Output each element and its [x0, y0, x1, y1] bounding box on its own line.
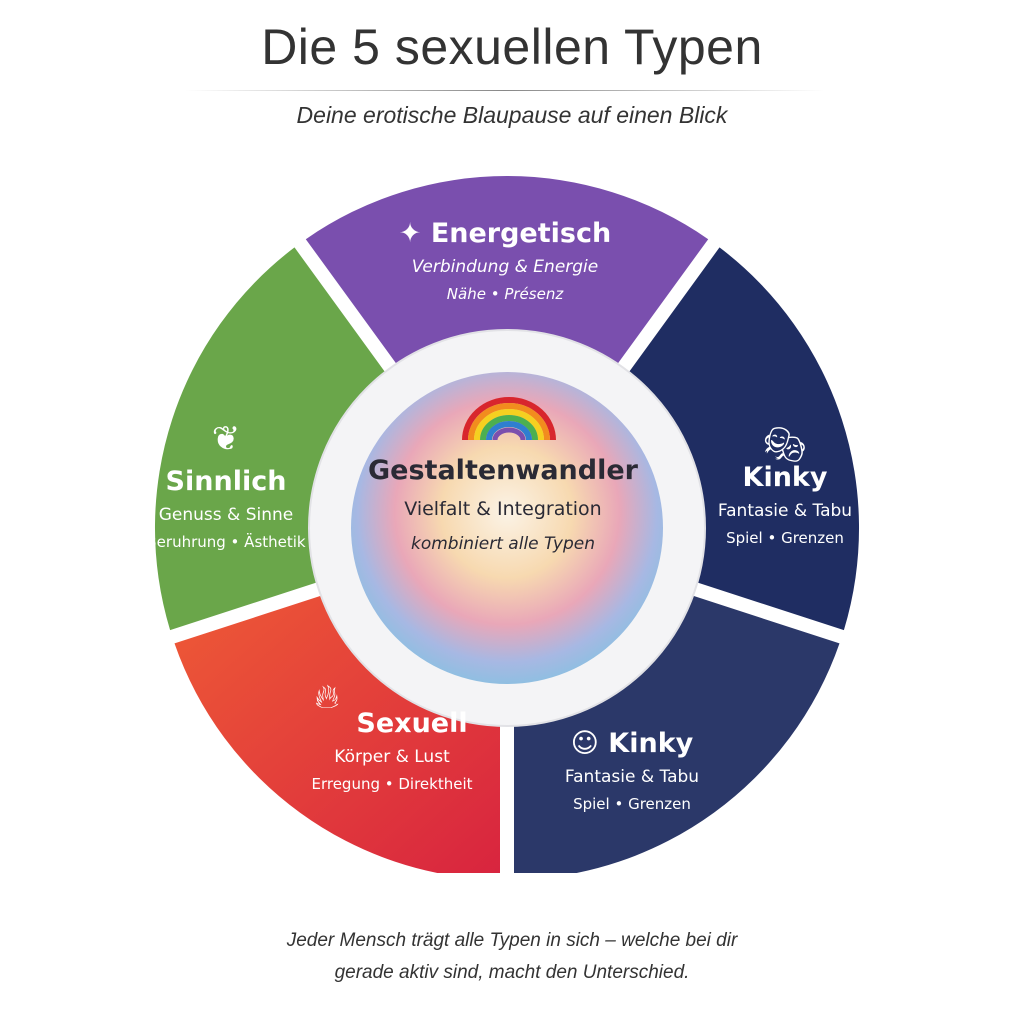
footer-note: Jeder Mensch trägt alle Typen in sich – …	[0, 925, 1024, 989]
segment-subtitle: Fantasie & Tabu	[717, 501, 853, 521]
center-title: Gestaltenwandler	[368, 455, 638, 486]
page-subtitle: Deine erotische Blaupause auf einen Blic…	[296, 102, 728, 128]
segment-keywords: Beruhrung • Ästhetik	[146, 533, 306, 551]
center-subtitle: Vielfalt & Integration	[404, 498, 602, 520]
segment-shape-kinky-2	[514, 593, 840, 873]
segment-subtitle: Fantasie & Tabu	[564, 767, 700, 787]
segment-title: Sinnlich	[165, 466, 287, 497]
sparkles-icon: ✦	[398, 218, 422, 249]
segment-shape-sinnlich	[154, 247, 390, 631]
segment-kinky-2: ☺ Kinky Fantasie & Tabu Spiel • Grenzen	[565, 728, 699, 813]
segment-subtitle: Körper & Lust	[334, 747, 450, 767]
segment-title: Kinky	[608, 728, 694, 759]
segment-subtitle: Genuss & Sinne	[158, 505, 294, 525]
segment-title: Kinky	[742, 462, 828, 493]
segment-title: Sexuell	[356, 708, 468, 739]
center-disk	[351, 372, 663, 684]
segment-keywords: Spiel • Grenzen	[726, 529, 844, 547]
segment-sexuell: 🔥︎ Sexuell Körper & Lust Erregung • Dire…	[311, 680, 472, 793]
segment-energetisch: ✦ Energetisch Verbindung & Energie Nähe …	[399, 218, 611, 303]
footer-line-2: gerade aktiv sind, macht den Unterschied…	[334, 962, 690, 983]
segment-keywords: Spiel • Grenzen	[573, 795, 691, 813]
flame-icon: 🔥︎	[314, 677, 340, 717]
center-type: Gestaltenwandler Vielfalt & Integration …	[368, 455, 638, 554]
segment-keywords: Erregung • Direktheit	[311, 775, 473, 793]
page-title: Die 5 sexuellen Typen	[261, 19, 763, 75]
segment-shape-sexuell	[174, 593, 500, 873]
segment-title: Energetisch	[430, 218, 612, 249]
segment-sinnlich: ❦ Sinnlich Genuss & Sinne Beruhrung • Äs…	[146, 422, 305, 551]
segment-shape-energetisch	[305, 176, 709, 371]
segment-shape-kinky	[624, 247, 860, 631]
title-divider	[185, 90, 825, 91]
rainbow-icon	[462, 397, 556, 441]
mask-icon: 🎭︎	[763, 425, 807, 465]
segment-keywords: Nähe • Présenz	[446, 285, 564, 303]
leaf-icon: ❦	[211, 419, 241, 459]
footer-line-1: Jeder Mensch trägt alle Typen in sich – …	[286, 930, 738, 951]
segment-subtitle: Verbindung & Energie	[411, 257, 599, 277]
mask-icon: ☺	[570, 728, 599, 759]
center-keywords: kombiniert alle Typen	[410, 534, 596, 554]
segment-kinky: 🎭︎ Kinky Fantasie & Tabu Spiel • Grenzen	[718, 428, 852, 547]
